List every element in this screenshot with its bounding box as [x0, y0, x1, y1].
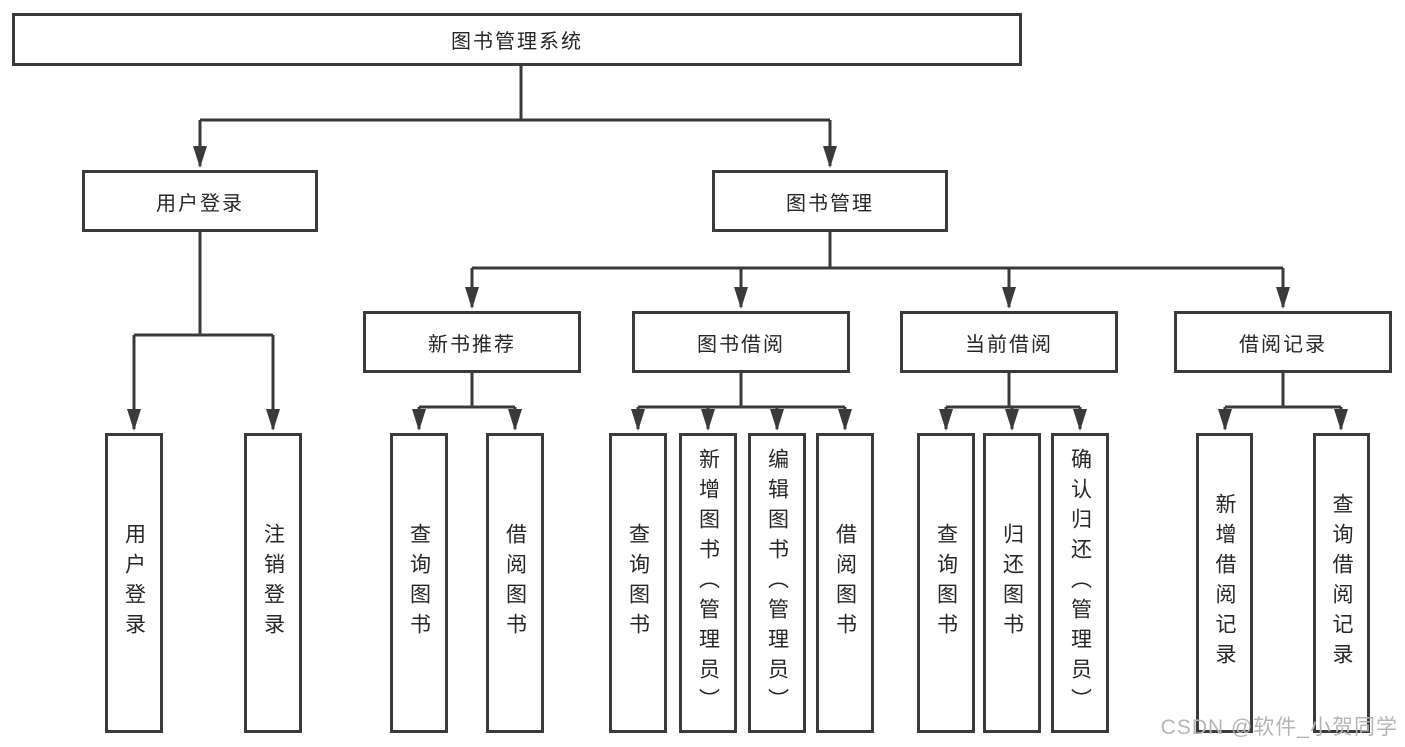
- leaf-current-query-books: 查询图书: [917, 433, 975, 733]
- leaf-current-query-books-label: 查询图书: [934, 523, 958, 643]
- leaf-borrow-query-books-label: 查询图书: [626, 523, 650, 643]
- node-book-management-branch-label: 图书管理: [786, 192, 874, 215]
- leaf-borrow-borrow-books-label: 借阅图书: [833, 523, 857, 643]
- leaf-logout-label: 注销登录: [261, 523, 285, 643]
- leaf-borrow-edit-books-admin-label: 编辑图书（管理员）: [765, 448, 789, 718]
- leaf-records-query-record-label: 查询借阅记录: [1330, 493, 1353, 673]
- node-book-management-branch: 图书管理: [712, 170, 948, 232]
- leaf-borrow-borrow-books: 借阅图书: [816, 433, 874, 733]
- leaf-rec-query-books-label: 查询图书: [407, 523, 431, 643]
- leaf-user-login: 用户登录: [105, 433, 163, 733]
- node-borrowing-records: 借阅记录: [1174, 311, 1392, 373]
- node-library-system: 图书管理系统: [12, 13, 1022, 66]
- leaf-borrow-add-books-admin-label: 新增图书（管理员）: [696, 448, 720, 718]
- leaf-current-confirm-return-admin: 确认归还（管理员）: [1051, 433, 1109, 733]
- leaf-current-confirm-return-admin-label: 确认归还（管理员）: [1068, 448, 1092, 718]
- leaf-borrow-query-books: 查询图书: [609, 433, 667, 733]
- node-new-book-recommend-label: 新书推荐: [428, 333, 516, 356]
- node-book-borrowing-label: 图书借阅: [697, 333, 785, 356]
- leaf-rec-borrow-books: 借阅图书: [486, 433, 544, 733]
- leaf-records-add-record: 新增借阅记录: [1196, 433, 1253, 733]
- node-user-login-branch: 用户登录: [82, 170, 318, 232]
- csdn-watermark: CSDN @软件_小贺同学: [1160, 716, 1398, 739]
- leaf-user-login-label: 用户登录: [122, 523, 146, 643]
- leaf-borrow-add-books-admin: 新增图书（管理员）: [679, 433, 737, 733]
- leaf-logout: 注销登录: [244, 433, 302, 733]
- node-current-borrowing: 当前借阅: [900, 311, 1118, 373]
- node-new-book-recommend: 新书推荐: [363, 311, 581, 373]
- node-book-borrowing: 图书借阅: [632, 311, 850, 373]
- leaf-rec-borrow-books-label: 借阅图书: [503, 523, 527, 643]
- leaf-current-return-books: 归还图书: [983, 433, 1041, 733]
- node-library-system-label: 图书管理系统: [451, 31, 583, 53]
- leaf-current-return-books-label: 归还图书: [1000, 523, 1024, 643]
- leaf-rec-query-books: 查询图书: [390, 433, 448, 733]
- leaf-borrow-edit-books-admin: 编辑图书（管理员）: [748, 433, 806, 733]
- node-borrowing-records-label: 借阅记录: [1239, 333, 1327, 356]
- leaf-records-query-record: 查询借阅记录: [1313, 433, 1370, 733]
- node-current-borrowing-label: 当前借阅: [965, 333, 1053, 356]
- node-user-login-branch-label: 用户登录: [156, 192, 244, 215]
- leaf-records-add-record-label: 新增借阅记录: [1213, 493, 1236, 673]
